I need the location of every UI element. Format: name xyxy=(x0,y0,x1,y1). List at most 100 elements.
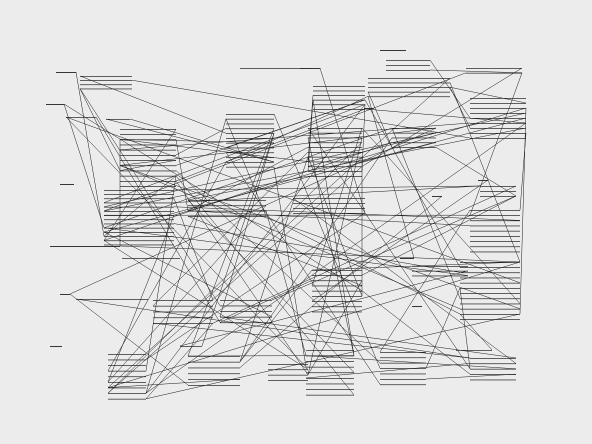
label-group xyxy=(432,196,442,197)
node-underline xyxy=(153,300,213,301)
node-underline xyxy=(470,138,526,139)
connector-line xyxy=(305,355,517,370)
node-underline xyxy=(460,314,520,315)
label-group xyxy=(56,72,76,73)
node-underline xyxy=(306,372,354,374)
connector-line xyxy=(107,261,521,388)
connector-line xyxy=(361,127,521,304)
connector-line xyxy=(307,99,314,172)
label-group xyxy=(80,76,132,90)
node-underline xyxy=(220,316,272,318)
label-group xyxy=(76,299,148,300)
node-underline xyxy=(306,378,354,379)
connector-line xyxy=(319,67,366,214)
node-underline xyxy=(470,374,516,375)
node-underline xyxy=(392,128,436,129)
label-group xyxy=(466,68,522,74)
connector-line xyxy=(219,280,313,323)
connector-line xyxy=(225,152,381,385)
node-underline xyxy=(240,68,310,69)
label-group xyxy=(470,358,516,381)
node-underline xyxy=(470,108,526,109)
node-underline xyxy=(308,156,362,158)
connector-line xyxy=(175,175,355,395)
label-group xyxy=(46,104,64,105)
connector-line xyxy=(307,280,363,375)
node-underline xyxy=(120,175,176,177)
node-underline xyxy=(308,166,362,168)
node-underline xyxy=(470,379,516,381)
node-underline xyxy=(293,213,365,214)
node-underline xyxy=(380,362,426,364)
node-underline xyxy=(386,70,430,71)
connector-line xyxy=(187,199,355,373)
connector-line xyxy=(311,127,363,286)
node-underline xyxy=(380,352,426,353)
connector-line xyxy=(129,118,275,163)
connector-line xyxy=(103,72,467,212)
node-underline xyxy=(120,144,176,146)
node-underline xyxy=(312,301,362,302)
connector-line xyxy=(175,170,381,363)
node-underline xyxy=(293,198,365,199)
node-underline xyxy=(120,129,176,130)
connector-line xyxy=(305,363,471,379)
node-underline xyxy=(104,227,174,229)
node-underline xyxy=(306,389,354,390)
node-underline xyxy=(470,225,520,227)
node-underline xyxy=(470,358,516,359)
node-underline xyxy=(460,293,520,294)
group-header-rule xyxy=(432,196,442,197)
connector-line xyxy=(145,323,214,399)
node-underline xyxy=(104,240,174,242)
node-underline xyxy=(108,354,146,355)
node-underline xyxy=(412,266,468,267)
label-group xyxy=(188,356,240,386)
node-underline xyxy=(153,323,213,324)
node-underline xyxy=(368,96,450,98)
node-underline xyxy=(470,128,526,129)
connector-line xyxy=(79,88,221,306)
connector-line xyxy=(103,128,177,241)
node-underline xyxy=(226,133,274,134)
node-underline xyxy=(188,205,266,207)
node-underline xyxy=(308,152,362,153)
node-underline xyxy=(104,232,174,233)
label-group xyxy=(478,180,488,181)
connector-line xyxy=(307,137,355,356)
connector-line xyxy=(145,175,177,371)
connector-line xyxy=(107,161,227,371)
label-group xyxy=(400,258,414,259)
label-group xyxy=(122,258,180,259)
connector-line xyxy=(367,96,415,259)
connector-line xyxy=(107,215,175,383)
node-underline xyxy=(66,117,96,118)
label-group xyxy=(60,184,74,185)
connector-line xyxy=(219,316,517,359)
node-underline xyxy=(104,244,174,246)
node-underline xyxy=(380,384,426,386)
node-underline xyxy=(226,147,274,149)
connector-line xyxy=(103,112,527,208)
node-underline xyxy=(108,393,146,394)
connector-lines xyxy=(63,59,527,400)
connector-line xyxy=(469,72,523,216)
node-underline xyxy=(312,275,362,276)
node-underline xyxy=(313,86,365,87)
label-group xyxy=(412,266,468,277)
node-underline xyxy=(470,251,520,253)
node-underline xyxy=(226,142,274,144)
node-underline xyxy=(220,322,272,324)
node-underline xyxy=(220,305,272,307)
label-group xyxy=(180,346,202,347)
node-underline xyxy=(312,280,362,282)
label-group xyxy=(106,119,130,120)
connector-line xyxy=(152,151,309,306)
node-underline xyxy=(122,258,180,259)
connector-line xyxy=(119,122,471,151)
group-header-rule xyxy=(60,184,74,185)
label-group xyxy=(392,128,436,148)
node-underline xyxy=(104,236,174,237)
label-group xyxy=(368,78,450,98)
